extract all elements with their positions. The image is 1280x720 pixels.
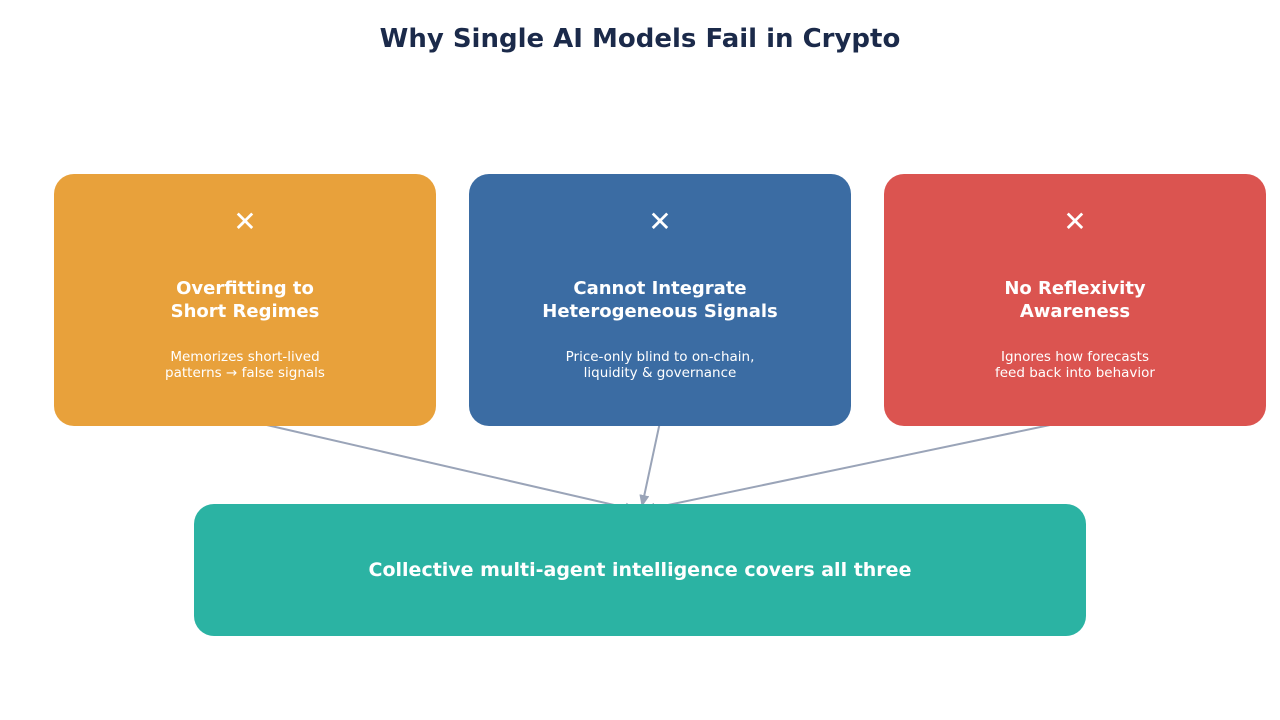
- card-reflexivity: ✕ No Reflexivity Awareness Ignores how f…: [884, 174, 1266, 426]
- card-description: Price-only blind to on-chain, liquidity …: [565, 349, 755, 381]
- page-title: Why Single AI Models Fail in Crypto: [379, 24, 901, 54]
- card-overfitting: ✕ Overfitting to Short Regimes Memorizes…: [54, 174, 436, 426]
- arrow-overfitting-to-summary: [244, 419, 637, 513]
- close-icon: ✕: [648, 205, 672, 238]
- summary-box: Collective multi-agent intelligence cove…: [194, 504, 1086, 636]
- card-description: Memorizes short-lived patterns → false s…: [165, 349, 325, 381]
- close-icon: ✕: [1063, 205, 1087, 238]
- card-description: Ignores how forecasts feed back into beh…: [994, 349, 1155, 381]
- close-icon: ✕: [233, 205, 257, 238]
- arrow-integrate-to-summary: [639, 421, 661, 507]
- card-title: Cannot Integrate Heterogeneous Signals: [542, 278, 778, 322]
- card-title: No Reflexivity Awareness: [1004, 278, 1146, 322]
- card-heterogeneous-signals: ✕ Cannot Integrate Heterogeneous Signals…: [469, 174, 851, 426]
- arrow-reflexivity-to-summary: [643, 419, 1075, 513]
- card-title: Overfitting to Short Regimes: [170, 278, 320, 322]
